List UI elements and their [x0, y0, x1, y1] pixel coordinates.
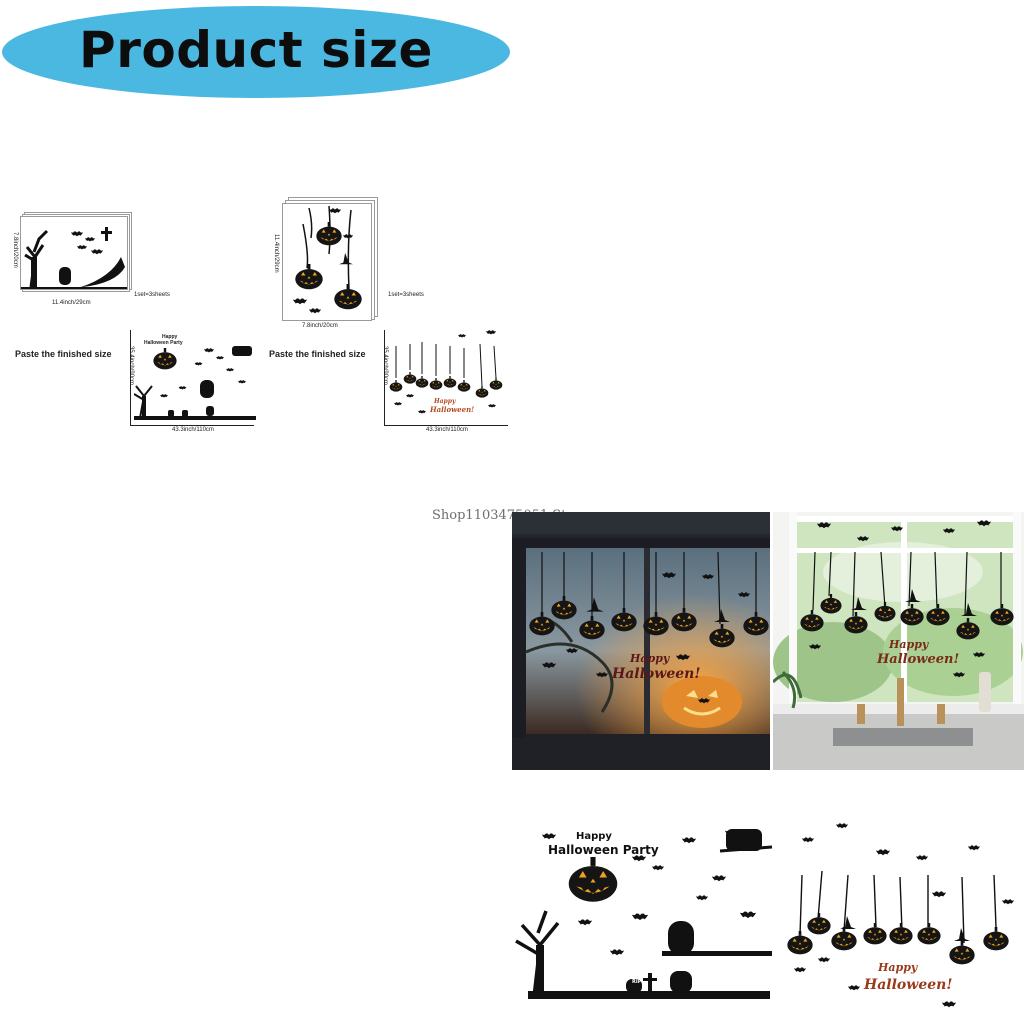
sheet [20, 216, 128, 290]
finished-art-graveyard [134, 346, 256, 420]
art-happy-text: Happy [434, 398, 456, 405]
bottom-artwork: Happy Halloween Party RIP Happy Hallowee… [512, 815, 1024, 1024]
sheet-art-pumpkins [293, 205, 362, 314]
bottom-artwork-svg [515, 823, 1014, 1008]
photo-window-kitchen-art [773, 512, 1024, 770]
photo-window-kitchen: Happy Halloween! [773, 512, 1024, 770]
set-count-label: 1set=3sheets [388, 292, 424, 298]
art-happy-text: Happy [162, 334, 178, 340]
sheet-art-graveyard [21, 227, 127, 289]
photo-happy-text: Happy [630, 652, 670, 665]
sheet-height-label: 11.4inch/29cm [273, 234, 279, 273]
photo-window-night-art [512, 512, 770, 770]
paste-finished-label: Paste the finished size [269, 349, 366, 359]
photo-window-night: Happy Halloween! [512, 512, 770, 770]
art-party-text: Halloween Party [144, 340, 183, 346]
photo-halloween-text: Halloween! [877, 652, 960, 667]
finished-width-axis [384, 425, 508, 426]
title-banner: Product size [2, 6, 510, 98]
hang-happy-text: Happy [878, 961, 918, 974]
sheet-height-label: 7.8inch/20cm [12, 232, 18, 268]
party-title-text: Halloween Party [548, 843, 659, 857]
page-title: Product size [79, 21, 433, 79]
hang-halloween-text: Halloween! [864, 977, 953, 993]
finished-width-label: 43.3inch/110cm [172, 427, 214, 433]
photo-halloween-text: Halloween! [612, 666, 701, 682]
sheet-width-label: 7.8inch/20cm [302, 323, 338, 329]
tombstone-rip-text: RIP [632, 979, 642, 985]
sheet-width-label: 11.4inch/29cm [52, 300, 91, 306]
art-halloween-text: Halloween! [430, 405, 475, 414]
finished-height-axis [384, 330, 385, 425]
finished-height-axis [130, 330, 131, 425]
party-happy-text: Happy [576, 831, 612, 842]
sheet-stack-right [282, 197, 378, 323]
finished-width-label: 43.3inch/110cm [426, 427, 468, 433]
paste-finished-label: Paste the finished size [15, 349, 112, 359]
finished-art-pumpkins [389, 330, 503, 414]
sheet-stack-left [20, 212, 132, 292]
set-count-label: 1set=3sheets [134, 292, 170, 298]
finished-width-axis [130, 425, 254, 426]
photo-happy-text: Happy [889, 638, 929, 651]
sheet [282, 203, 372, 321]
